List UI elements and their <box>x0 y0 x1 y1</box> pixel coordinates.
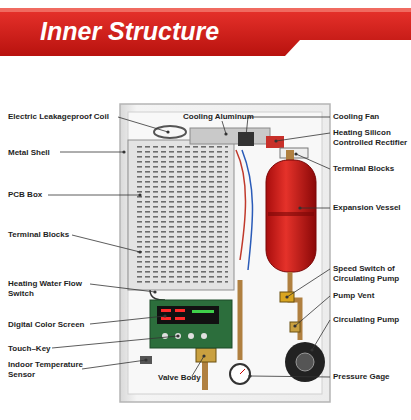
leader-line <box>82 360 146 369</box>
touch-key <box>162 333 168 339</box>
screen-segment <box>161 309 171 312</box>
part-label: Valve Body <box>158 373 208 383</box>
part-label: Metal Shell <box>8 148 108 158</box>
pump-cap <box>296 353 314 371</box>
title-banner <box>0 8 411 56</box>
pcb-vents <box>134 146 228 284</box>
display-pcb <box>150 300 232 348</box>
touch-key <box>188 333 194 339</box>
pressure-gage <box>230 364 250 384</box>
leader-dot <box>153 290 156 293</box>
part-label: Heating Water Flow Switch <box>8 279 92 299</box>
part-label: Pressure Gage <box>333 372 409 382</box>
leader-dot <box>202 354 205 357</box>
leader-line <box>312 320 330 350</box>
leader-line <box>250 376 330 377</box>
part-label: Expansion Vessel <box>333 203 409 213</box>
touch-key <box>201 333 207 339</box>
valve-body <box>196 348 216 362</box>
leader-dot <box>310 348 313 351</box>
part-label: Pump Vent <box>333 291 409 301</box>
leader-line <box>222 121 226 134</box>
leader-line <box>90 284 155 292</box>
part-label: Cooling Aluminum <box>183 112 263 122</box>
leader-dot <box>163 314 166 317</box>
leader-line <box>296 154 330 169</box>
banner-highlight <box>0 8 411 12</box>
leader-line <box>295 296 330 326</box>
pcb-box <box>128 140 234 290</box>
leader-line <box>118 117 168 132</box>
copper-pipe <box>238 280 243 360</box>
leader-dot <box>138 250 141 253</box>
leader-line <box>300 208 330 209</box>
wire <box>242 150 253 270</box>
part-label: PCB Box <box>8 190 108 200</box>
leader-dot <box>285 295 288 298</box>
leader-line <box>246 117 330 136</box>
temperature-sensor <box>140 356 152 364</box>
screen-segment <box>161 317 171 320</box>
leader-dot <box>274 139 277 142</box>
leader-dot <box>138 193 141 196</box>
screen-segment <box>192 310 214 313</box>
leader-line <box>287 269 330 297</box>
copper-pipe <box>290 272 300 340</box>
leader-lines <box>48 117 330 377</box>
metal-shell <box>120 104 330 402</box>
part-label: Cooling Fan <box>333 112 409 122</box>
wire <box>236 150 246 260</box>
leakage-coil <box>154 126 186 138</box>
expansion-vessel <box>266 160 316 272</box>
part-label: Electric Leakageproof Coil <box>8 112 118 122</box>
part-label: Indoor Temperature Sensor <box>8 360 86 380</box>
part-label: Terminal Blocks <box>8 230 108 240</box>
leader-dot <box>244 134 247 137</box>
leader-dot <box>224 132 227 135</box>
leader-dot <box>294 152 297 155</box>
leader-dot <box>144 358 147 361</box>
page-title: Inner Structure <box>40 17 219 46</box>
part-label: Speed Switch of Circulating Pump <box>333 264 411 284</box>
gage-needle <box>240 369 245 374</box>
leader-dot <box>293 324 296 327</box>
leader-dot <box>298 206 301 209</box>
leader-dots <box>122 130 313 377</box>
circulating-pump <box>285 342 325 382</box>
part-label: Touch–Key <box>8 344 108 354</box>
leader-line <box>52 336 178 348</box>
leader-dot <box>176 334 179 337</box>
rectifier <box>266 136 284 148</box>
screen-segment <box>175 309 185 312</box>
part-label: Digital Color Screen <box>8 320 108 330</box>
leader-line <box>60 152 124 153</box>
leader-dot <box>248 374 251 377</box>
part-label: Heating Silicon Controlled Rectifier <box>333 128 411 148</box>
cooling-aluminum <box>190 128 270 144</box>
digital-screen <box>157 306 219 324</box>
leader-line <box>48 195 140 196</box>
leader-line <box>276 133 330 141</box>
vessel-seam <box>268 212 314 216</box>
part-label: Terminal Blocks <box>333 164 409 174</box>
leader-line <box>90 316 165 324</box>
leader-dot <box>122 150 125 153</box>
screen-segment <box>175 317 185 320</box>
leader-dot <box>166 130 169 133</box>
leader-line <box>72 235 140 252</box>
part-label: Circulating Pump <box>333 315 409 325</box>
